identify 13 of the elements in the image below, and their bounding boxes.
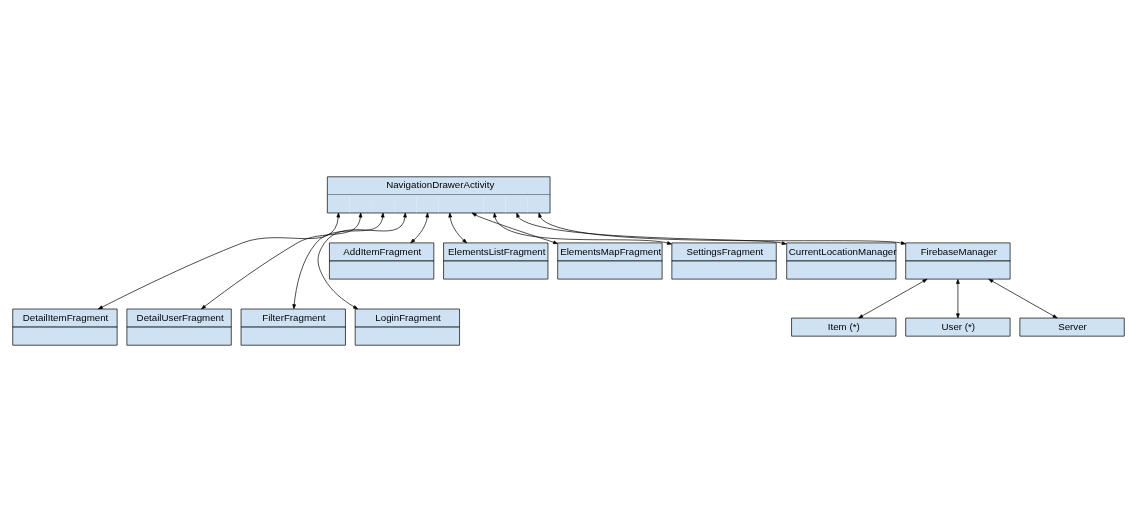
- arrow: [493, 212, 672, 245]
- arrow: [471, 212, 558, 245]
- arrow: [538, 212, 906, 245]
- arrow: [516, 212, 787, 245]
- arrow: [988, 278, 1058, 319]
- arrow: [201, 212, 363, 310]
- arrow: [317, 212, 407, 310]
- arrow: [410, 212, 430, 244]
- arrow: [448, 212, 468, 244]
- arrow: [292, 212, 385, 310]
- arrow: [858, 278, 928, 319]
- arrow: [98, 212, 341, 310]
- arrow: [956, 279, 960, 319]
